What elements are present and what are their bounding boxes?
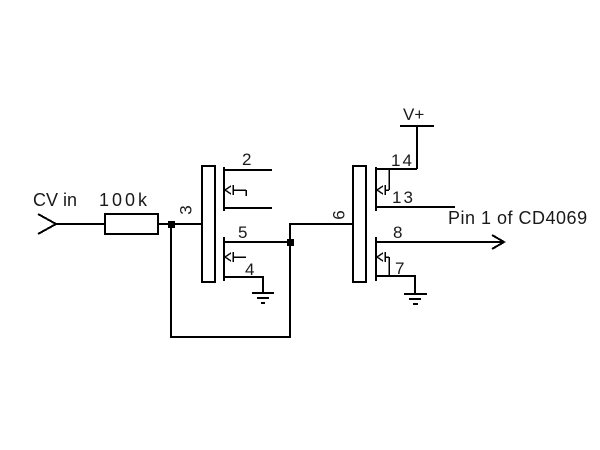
resistor-body — [104, 213, 159, 235]
inverter1: 2 5 4 — [201, 150, 288, 304]
junction-dot-node3 — [168, 221, 175, 228]
net-label-3: 3 — [177, 205, 196, 214]
inverter1-gate-plate — [201, 165, 216, 283]
nmos2-source-wire — [376, 275, 416, 294]
feedback-loop-wire — [170, 228, 291, 338]
ground-icon-2 — [404, 293, 427, 305]
nmos1-bulk-arrow-icon — [223, 252, 246, 262]
inverter2-pmos — [375, 167, 455, 211]
resistor: 100k — [99, 190, 159, 235]
ground-icon-1 — [252, 292, 274, 304]
nmos1-source-wire — [224, 276, 264, 293]
inverter1-nmos — [223, 237, 288, 293]
net-label-6: 6 — [330, 210, 349, 219]
junction-dot-node5 — [287, 239, 294, 246]
pin-label-4: 4 — [245, 260, 254, 279]
pin-label-5: 5 — [238, 223, 247, 242]
inverter2-gate-plate — [352, 165, 367, 283]
inverter2-nmos — [375, 237, 502, 294]
pin-label-2: 2 — [242, 150, 251, 169]
stage-link-wire — [289, 223, 353, 240]
vplus-rail — [400, 125, 434, 169]
pmos2-bulk-arrow-icon — [375, 170, 390, 195]
nmos2-bulk-arrow-icon — [375, 252, 390, 276]
inverter2: 14 13 V+ 8 7 — [352, 105, 502, 305]
pmos1-bulk-arrow-icon — [223, 185, 247, 196]
ink-layer: CV in 100k 3 — [33, 105, 588, 338]
pin-label-14: 14 — [391, 151, 414, 170]
cv-in-label: CV in — [33, 190, 77, 210]
resistor-value-label: 100k — [99, 190, 150, 210]
output-arrow-icon — [491, 234, 506, 250]
output-destination-label: Pin 1 of CD4069 — [448, 208, 588, 228]
pin-label-8: 8 — [393, 223, 402, 242]
pin-label-13: 13 — [392, 188, 415, 207]
pin-label-7: 7 — [395, 259, 404, 278]
input-terminal — [37, 213, 105, 235]
inverter1-pmos — [223, 167, 272, 211]
vplus-label: V+ — [403, 105, 424, 124]
